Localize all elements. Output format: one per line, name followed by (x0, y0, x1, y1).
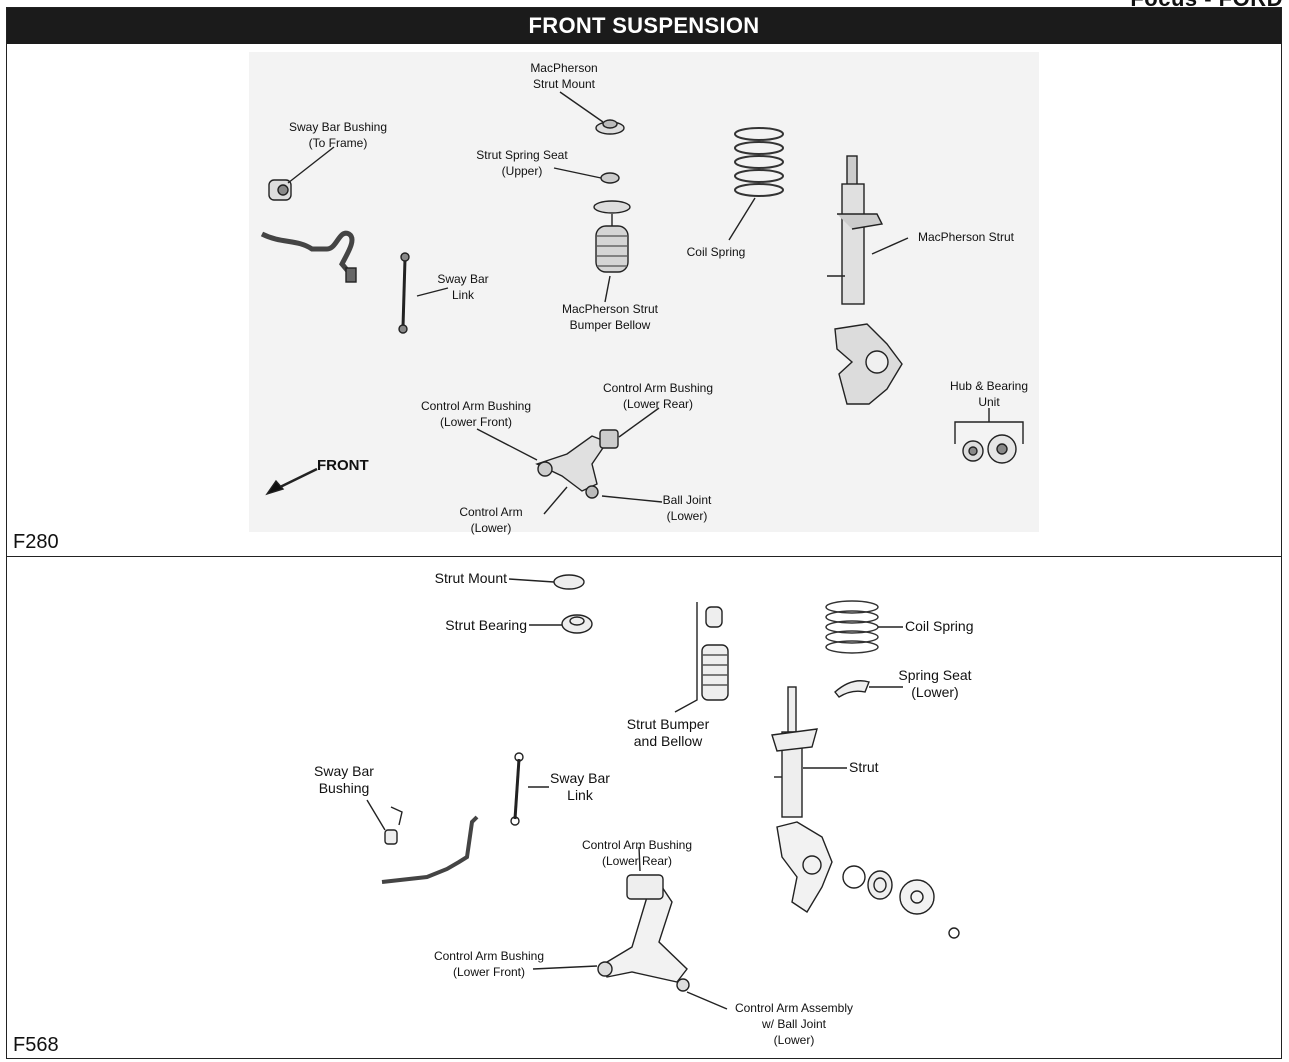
label-strut: Strut (849, 759, 879, 775)
sway-link-part (398, 252, 410, 334)
label-control-arm-1: Control Arm (459, 505, 522, 519)
label-spring-seat-2: (Lower) (911, 684, 958, 700)
strut-mount-part (595, 119, 625, 135)
label-ca-bushing-rear-1: Control Arm Bushing (582, 838, 692, 852)
section-header: FRONT SUSPENSION (7, 8, 1281, 44)
label-bumper-bellow-2: and Bellow (634, 733, 703, 749)
label-ca-bushing-rear-2: (Lower Rear) (602, 854, 672, 868)
figure-code-f280: F280 (13, 531, 59, 553)
knuckle-part (776, 821, 833, 913)
strut-part (771, 686, 818, 818)
corner-title: Focus - FORD (1130, 0, 1283, 12)
figure-code-f568: F568 (13, 1034, 59, 1056)
label-spring-seat-1: Spring Seat (898, 667, 971, 683)
label-ca-bushing-front-1: Control Arm Bushing (421, 399, 531, 413)
label-coil-spring: Coil Spring (905, 618, 973, 634)
diagram-panel-f568: Strut Mount Strut Bearing Coil Spring St… (7, 557, 1281, 1059)
label-ca-bushing-front-2: (Lower Front) (440, 415, 512, 429)
label-ca-bushing-rear-1: Control Arm Bushing (603, 381, 713, 395)
label-hub-bearing-1: Hub & Bearing (950, 379, 1028, 393)
hub-bearing-part (962, 434, 1017, 464)
sway-link-part (510, 752, 524, 826)
diagram-background (249, 52, 1039, 532)
diagram-panel-f280: MacPherson Strut Mount Sway Bar Bushing … (7, 44, 1281, 557)
sway-bushing-part (268, 179, 292, 201)
label-macpherson-strut: MacPherson Strut (918, 230, 1015, 244)
label-sway-link-1: Sway Bar (437, 272, 488, 286)
label-bumper-bellow-1: MacPherson Strut (562, 302, 659, 316)
hub-part (899, 879, 935, 915)
f280-diagram: MacPherson Strut Mount Sway Bar Bushing … (260, 61, 1028, 535)
label-coil-spring: Coil Spring (687, 245, 746, 259)
label-strut-bearing: Strut Bearing (445, 617, 527, 633)
label-ca-assembly-1: Control Arm Assembly (735, 1001, 853, 1015)
coil-spring-part (734, 127, 784, 197)
label-ca-bushing-rear-2: (Lower Rear) (623, 397, 693, 411)
snap-ring-part (842, 865, 866, 889)
sway-bar-part (381, 815, 479, 884)
label-bumper-bellow-2: Bumper Bellow (570, 318, 651, 332)
label-spring-seat-1: Strut Spring Seat (476, 148, 568, 162)
strut-bellow-part (593, 200, 631, 273)
label-strut-mount: Strut Mount (435, 570, 507, 586)
label-ca-assembly-3: (Lower) (774, 1033, 815, 1047)
label-ca-bushing-front-1: Control Arm Bushing (434, 949, 544, 963)
sway-bar-part (260, 230, 355, 278)
wheel-bearing-part (867, 870, 893, 900)
sway-bushing-part (384, 806, 403, 845)
label-front: FRONT (317, 457, 369, 474)
coil-spring-part (825, 600, 879, 654)
control-arm-part (597, 874, 690, 992)
page-frame: FRONT SUSPENSION (6, 7, 1282, 1059)
spring-seat-part (600, 172, 620, 184)
label-sway-bushing-2: Bushing (319, 780, 370, 796)
label-strut-mount-2: Strut Mount (533, 77, 596, 91)
label-ca-bushing-front-2: (Lower Front) (453, 965, 525, 979)
label-ca-assembly-2: w/ Ball Joint (761, 1017, 827, 1031)
macpherson-strut-part (827, 155, 884, 305)
bumper-bellow-part (701, 606, 729, 701)
label-ball-joint-1: Ball Joint (663, 493, 712, 507)
label-hub-bearing-2: Unit (978, 395, 1000, 409)
label-sway-link-1: Sway Bar (550, 770, 610, 786)
label-sway-bushing-1: Sway Bar Bushing (289, 120, 387, 134)
label-spring-seat-2: (Upper) (502, 164, 543, 178)
label-sway-bushing-1: Sway Bar (314, 763, 374, 779)
label-sway-bushing-2: (To Frame) (309, 136, 368, 150)
label-control-arm-2: (Lower) (471, 521, 512, 535)
spring-seat-part (834, 680, 870, 698)
hub-nut-part (948, 927, 960, 939)
label-strut-mount-1: MacPherson (530, 61, 597, 75)
label-bumper-bellow-1: Strut Bumper (627, 716, 710, 732)
control-arm-part (535, 429, 619, 499)
strut-bearing-part (561, 614, 593, 634)
label-ball-joint-2: (Lower) (667, 509, 708, 523)
label-sway-link-2: Link (567, 787, 594, 803)
label-sway-link-2: Link (452, 288, 475, 302)
f568-diagram: Strut Mount Strut Bearing Coil Spring St… (314, 570, 973, 1047)
strut-mount-part (553, 574, 585, 590)
knuckle-part (834, 323, 903, 405)
